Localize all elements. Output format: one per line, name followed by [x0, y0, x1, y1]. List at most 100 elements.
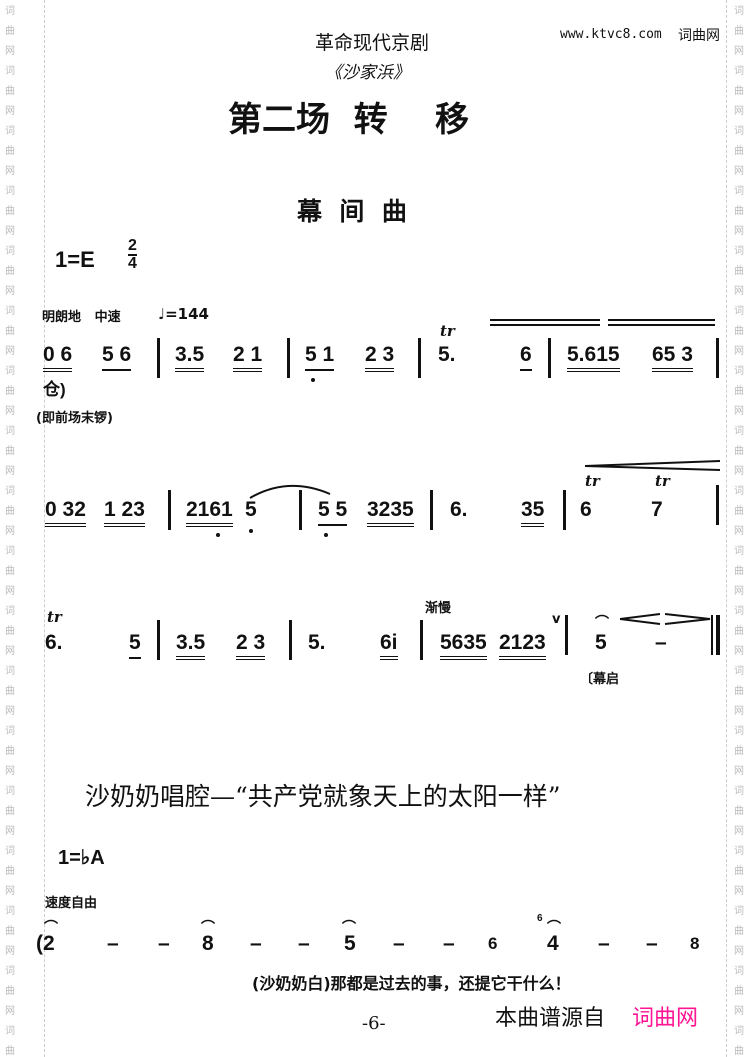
- watermark-glyphs: 词曲网: [5, 186, 15, 237]
- note-group: 6.: [450, 498, 468, 521]
- left-watermark: 词曲网词曲网词曲网词曲网词曲网词曲网词曲网词曲网词曲网词曲网词曲网词曲网词曲网词…: [2, 0, 18, 1057]
- bar-line: [716, 485, 719, 525]
- watermark-glyphs: 词曲网: [5, 1026, 15, 1057]
- trill-mark: tr: [47, 608, 62, 626]
- time-signature: 2 4: [128, 238, 137, 272]
- time-bottom: 4: [128, 255, 137, 272]
- final-bar-thick: [716, 615, 720, 655]
- site-name[interactable]: 词曲网: [678, 28, 720, 44]
- bar-line: [287, 338, 290, 378]
- note-group: 5 5: [318, 498, 348, 526]
- tie-arc: [249, 485, 331, 499]
- trill-mark: tr: [655, 472, 670, 490]
- watermark-glyphs: 词曲网: [734, 426, 744, 477]
- bar-line: [299, 490, 302, 530]
- note-group: 2161: [186, 498, 233, 527]
- trill-mark: tr: [440, 322, 455, 340]
- watermark-glyphs: 词曲网: [5, 426, 15, 477]
- watermark-glyphs: 词曲网: [734, 486, 744, 537]
- note-group: 1 23: [104, 498, 145, 527]
- low-octave-dot: [216, 533, 220, 537]
- spoken-line: (沙奶奶白)那都是过去的事，还提它干什么！: [252, 974, 571, 993]
- note-group: 5.: [308, 631, 326, 654]
- watermark-glyphs: 词曲网: [734, 6, 744, 57]
- watermark-glyphs: 词曲网: [5, 726, 15, 777]
- aria-title: 沙奶奶唱腔—“共产党就象天上的太阳一样”: [85, 782, 561, 811]
- watermark-glyphs: 词曲网: [734, 786, 744, 837]
- note-group: 2 3: [365, 343, 395, 372]
- note: –: [298, 932, 310, 955]
- note-group: 65 3: [652, 343, 693, 372]
- bar-line: [716, 338, 719, 378]
- note: 8: [202, 932, 214, 955]
- watermark-glyphs: 词曲网: [734, 606, 744, 657]
- tempo-text-2: 速度自由: [45, 896, 98, 911]
- opera-label: 革命现代京剧: [315, 32, 430, 54]
- fermata-icon: ⌒: [201, 920, 215, 936]
- note: –: [646, 932, 658, 955]
- page-number: -6-: [362, 1013, 386, 1034]
- low-octave-dot: [311, 378, 315, 382]
- scene-title: 第二场 转 移: [228, 100, 470, 140]
- note: 5: [344, 932, 356, 955]
- note-group: 6.: [45, 631, 63, 654]
- bar-line: [289, 620, 292, 660]
- watermark-glyphs: 词曲网: [734, 66, 744, 117]
- note: 8: [690, 934, 700, 953]
- watermark-glyphs: 词曲网: [5, 846, 15, 897]
- watermark-glyphs: 词曲网: [5, 66, 15, 117]
- swell-mark: [620, 613, 711, 625]
- note-group: 5 1: [305, 343, 335, 371]
- watermark-glyphs: 词曲网: [734, 1026, 744, 1057]
- note-group: 3235: [367, 498, 414, 527]
- final-bar-thin: [711, 615, 713, 655]
- note-group: 7: [651, 498, 663, 521]
- opera-title: 《沙家浜》: [325, 63, 410, 83]
- watermark-glyphs: 词曲网: [734, 246, 744, 297]
- watermark-glyphs: 词曲网: [5, 606, 15, 657]
- watermark-glyphs: 词曲网: [734, 906, 744, 957]
- note: –: [598, 932, 610, 955]
- low-octave-dot: [324, 533, 328, 537]
- note-group: 5: [129, 631, 141, 659]
- bar-line: [430, 490, 433, 530]
- watermark-glyphs: 词曲网: [5, 906, 15, 957]
- key-signature-2: 1=♭A: [58, 847, 105, 869]
- note-group: 5.: [438, 343, 456, 366]
- watermark-glyphs: 词曲网: [5, 666, 15, 717]
- watermark-glyphs: 词曲网: [734, 666, 744, 717]
- note-group: 6i: [380, 631, 398, 660]
- key-signature: 1=E: [55, 247, 95, 272]
- right-watermark: 词曲网词曲网词曲网词曲网词曲网词曲网词曲网词曲网词曲网词曲网词曲网词曲网词曲网词…: [731, 0, 747, 1057]
- site-url[interactable]: www.ktvc8.com: [560, 27, 662, 42]
- note-group: 6: [520, 343, 532, 371]
- watermark-glyphs: 词曲网: [5, 126, 15, 177]
- watermark-glyphs: 词曲网: [5, 486, 15, 537]
- watermark-glyphs: 词曲网: [5, 786, 15, 837]
- note-group: 2 3: [236, 631, 266, 660]
- bar-line: [420, 620, 423, 660]
- time-top: 2: [128, 237, 137, 256]
- low-octave-dot: [249, 529, 253, 533]
- watermark-glyphs: 词曲网: [734, 126, 744, 177]
- note-group: 5: [245, 498, 257, 521]
- watermark-glyphs: 词曲网: [5, 6, 15, 57]
- note-group: 6: [580, 498, 592, 521]
- trill-mark: tr: [585, 472, 600, 490]
- watermark-glyphs: 词曲网: [734, 546, 744, 597]
- bar-line: [157, 338, 160, 378]
- ritardando-text: 渐慢: [425, 601, 452, 616]
- watermark-glyphs: 词曲网: [734, 966, 744, 1017]
- bar-line: [548, 338, 551, 378]
- note: –: [250, 932, 262, 955]
- note: 6: [488, 934, 498, 953]
- fermata-icon: ⌒: [547, 920, 561, 936]
- note-group: –: [655, 631, 667, 654]
- note: –: [107, 932, 119, 955]
- source-label: 本曲谱源自: [495, 1006, 606, 1031]
- breath-mark: v: [552, 612, 561, 627]
- fermata-icon: ⌒: [595, 615, 609, 631]
- source-site-link[interactable]: 词曲网: [632, 1006, 699, 1031]
- watermark-glyphs: 词曲网: [734, 366, 744, 417]
- watermark-glyphs: 词曲网: [5, 546, 15, 597]
